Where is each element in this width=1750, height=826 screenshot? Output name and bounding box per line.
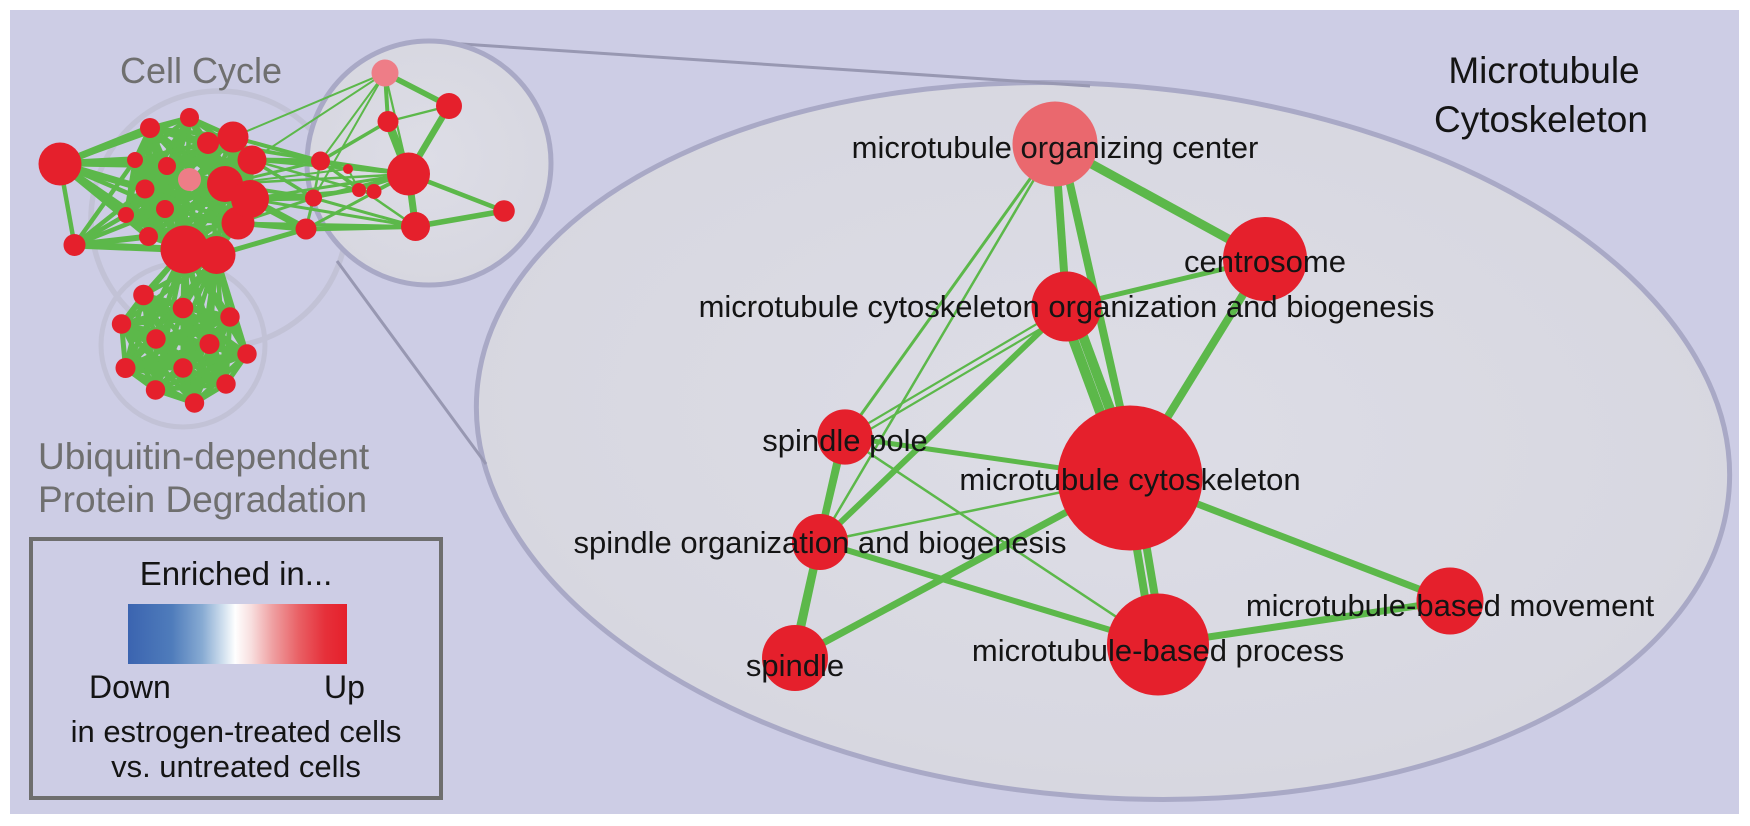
svg-text:microtubule-based process: microtubule-based process: [972, 633, 1344, 668]
svg-text:vs. untreated cells: vs. untreated cells: [111, 749, 361, 784]
svg-text:Down: Down: [89, 669, 171, 705]
svg-text:microtubule organizing center: microtubule organizing center: [852, 130, 1259, 165]
svg-text:centrosome: centrosome: [1184, 244, 1346, 279]
svg-text:Microtubule: Microtubule: [1448, 50, 1639, 91]
svg-text:microtubule-based movement: microtubule-based movement: [1246, 588, 1655, 623]
svg-text:in estrogen-treated cells: in estrogen-treated cells: [71, 714, 402, 749]
svg-text:microtubule cytoskeleton: microtubule cytoskeleton: [959, 462, 1300, 497]
svg-text:Cytoskeleton: Cytoskeleton: [1434, 99, 1648, 140]
svg-text:microtubule cytoskeleton organ: microtubule cytoskeleton organization an…: [699, 289, 1435, 324]
svg-text:spindle organization and bioge: spindle organization and biogenesis: [574, 525, 1067, 560]
svg-text:Ubiquitin-dependent: Ubiquitin-dependent: [38, 436, 370, 477]
svg-text:Enriched in...: Enriched in...: [140, 555, 333, 592]
svg-text:Protein Degradation: Protein Degradation: [38, 479, 367, 520]
svg-text:spindle pole: spindle pole: [762, 423, 927, 458]
svg-text:Up: Up: [324, 669, 365, 705]
svg-text:Cell Cycle: Cell Cycle: [120, 50, 282, 91]
svg-text:spindle: spindle: [746, 648, 844, 683]
